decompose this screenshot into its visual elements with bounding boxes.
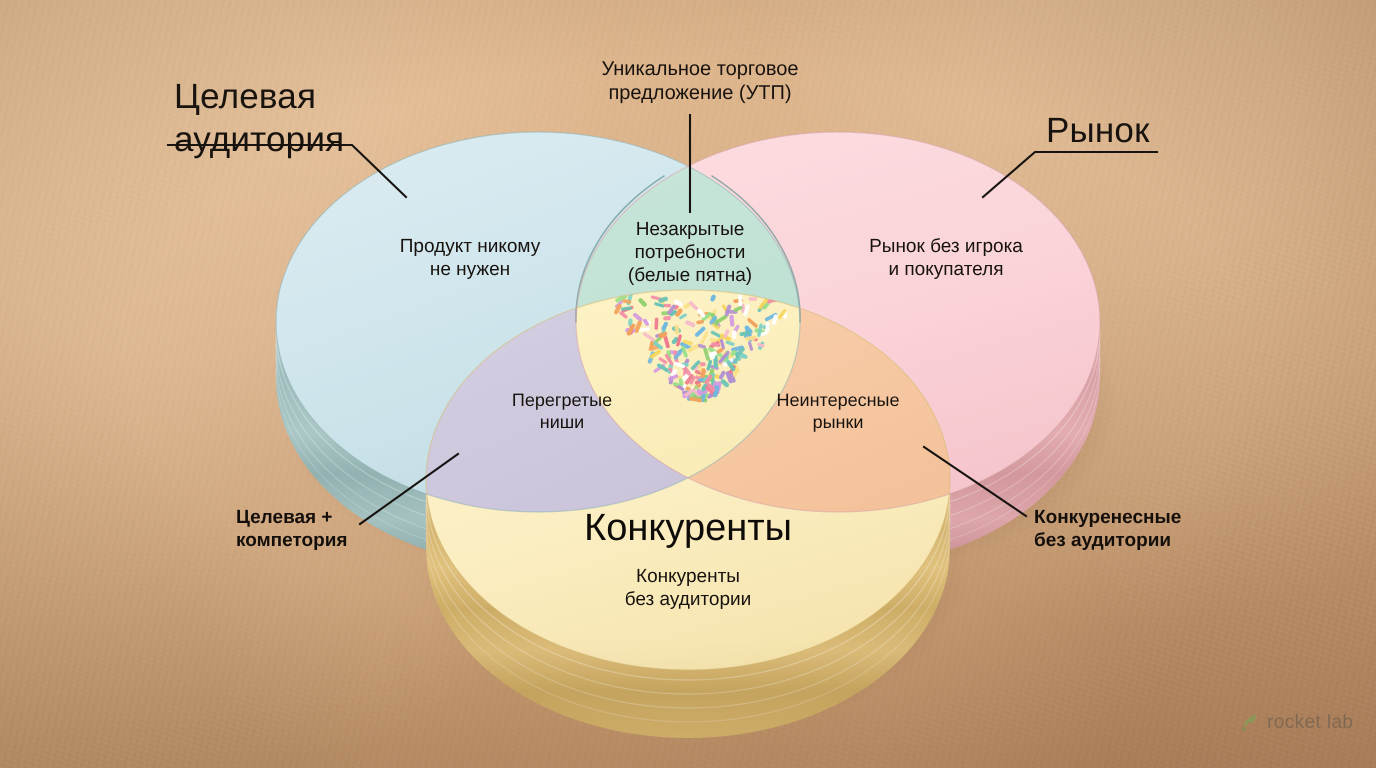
sprinkles-decoration [614,293,788,403]
leader-line-boring [922,445,1028,518]
leader-line-audience [166,143,408,199]
leader-line-overheated [358,452,460,526]
leader-line-market [981,150,1159,199]
callout-leader-lines [166,113,1159,526]
circle-outlines [275,131,1101,671]
core-sweet-spot[interactable] [426,275,950,655]
